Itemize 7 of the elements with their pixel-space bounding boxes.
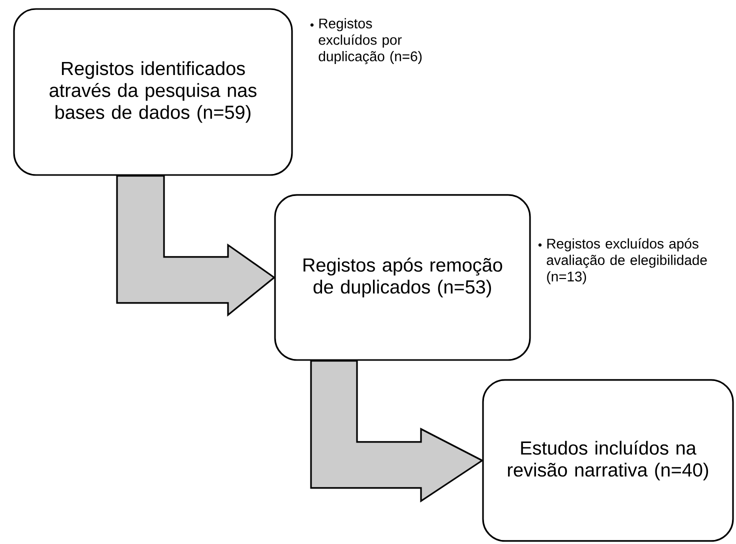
block-arrow [310,360,484,502]
block-arrow [116,174,276,317]
note-text: Registos excluídos após avaliação de elegibilidade (n=13) [546,238,707,284]
process-box: Estudos incluídos na revisão narrativa (n=40) [482,379,734,542]
process-box: Registos identificados através da pesquisa nas bases de dados (n=59) [13,8,293,176]
note-text: Registos excluídos por duplicação (n=6) [318,18,422,64]
process-box: Registos após remoção de duplicados (n=53) [274,194,531,361]
